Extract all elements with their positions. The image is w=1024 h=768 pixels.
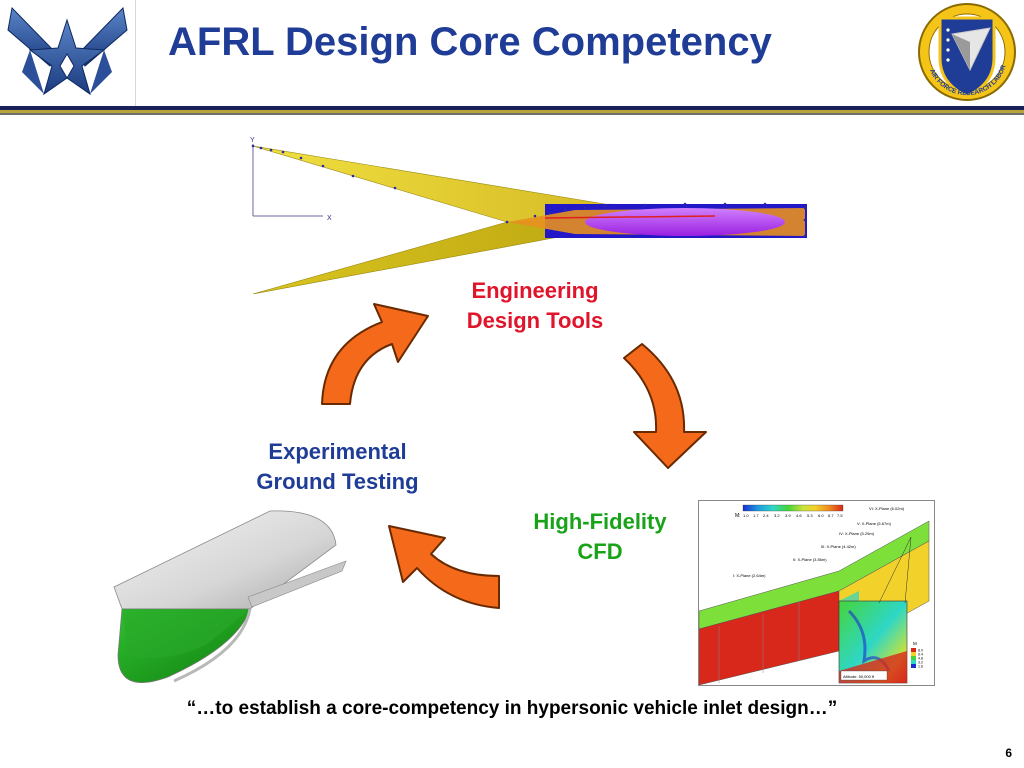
svg-text:1.6: 1.6 [918, 665, 923, 669]
label-engineering-line-1: Engineering [471, 278, 599, 303]
legend-header: M [913, 641, 917, 646]
air-force-wings-icon [0, 0, 136, 106]
altitude-label: Altitude: 50,000 ft [843, 674, 875, 679]
label-cfd-line-2: CFD [577, 539, 623, 564]
legend-values: 8.0 6.4 4.8 3.2 1.6 [918, 649, 923, 669]
page-title: AFRL Design Core Competency [168, 20, 772, 64]
cycle-arrow-left-icon [375, 520, 505, 610]
label-experimental-ground-testing: Experimental Ground Testing [225, 437, 450, 497]
svg-text:IV: X-Plane (5.29m): IV: X-Plane (5.29m) [839, 531, 875, 536]
svg-text:6.4: 6.4 [918, 653, 923, 657]
page-number: 6 [1005, 746, 1012, 760]
label-experimental-line-2: Ground Testing [256, 469, 419, 494]
mission-quote: “…to establish a core-competency in hype… [186, 698, 838, 719]
cycle-arrow-down-icon [620, 340, 715, 470]
svg-text:1.7: 1.7 [753, 513, 759, 518]
surface-points [251, 144, 807, 238]
svg-text:4.8: 4.8 [918, 657, 923, 661]
svg-text:III: X-Plane (4.42m): III: X-Plane (4.42m) [821, 544, 856, 549]
mach-colorbar [742, 504, 844, 512]
svg-text:8.0: 8.0 [918, 649, 923, 653]
svg-text:3.9: 3.9 [785, 513, 791, 518]
shock-line [544, 215, 716, 219]
svg-text:5.3: 5.3 [807, 513, 813, 518]
afrl-shield-icon: AIR FORCE RESEARCH LABORATORY [907, 0, 1024, 108]
inlet-test-model [110, 505, 360, 695]
vehicle-body [585, 208, 785, 236]
colorbar-ticks: 1.0 1.7 2.4 3.2 3.9 4.6 5.3 6.0 6.7 7.5 [743, 513, 843, 518]
svg-text:6.7: 6.7 [828, 513, 834, 518]
label-high-fidelity-cfd: High-Fidelity CFD [505, 507, 695, 567]
svg-text:4.6: 4.6 [796, 513, 802, 518]
header-rule-gold [0, 110, 1024, 113]
label-engineering-line-2: Design Tools [466, 308, 604, 333]
y-axis-label: Y [250, 137, 255, 144]
slide-header: AFRL Design Core Competency AIR FORCE RE… [0, 0, 1024, 120]
label-engineering-design-tools: Engineering Design Tools [430, 276, 640, 336]
svg-text:3.2: 3.2 [774, 513, 780, 518]
svg-text:6.0: 6.0 [818, 513, 824, 518]
svg-text:II: X-Plane (3.56m): II: X-Plane (3.56m) [793, 557, 827, 562]
svg-text:1.0: 1.0 [743, 513, 749, 518]
svg-text:2.4: 2.4 [763, 513, 769, 518]
header-rule-navy [0, 106, 1024, 110]
cfd-result-panel: M: 1.0 1.7 2.4 3.2 3.9 4.6 5.3 6.0 6.7 7… [698, 500, 935, 686]
vehicle-geometry-plot: Y X [245, 130, 815, 300]
x-axis-label: X [327, 215, 332, 222]
model-upper-body [113, 510, 337, 610]
svg-text:I: X-Plane (2.64m): I: X-Plane (2.64m) [733, 573, 766, 578]
cycle-arrow-up-icon [310, 300, 430, 410]
svg-text:VI: X-Plane (6.02m): VI: X-Plane (6.02m) [869, 506, 905, 511]
colorbar-label: M: [735, 513, 741, 519]
label-experimental-line-1: Experimental [268, 439, 407, 464]
svg-text:V: X-Plane (5.67m): V: X-Plane (5.67m) [857, 521, 892, 526]
svg-text:7.5: 7.5 [837, 513, 843, 518]
svg-text:3.2: 3.2 [918, 661, 923, 665]
header-rule-gray [0, 113, 1024, 115]
label-cfd-line-1: High-Fidelity [533, 509, 667, 534]
